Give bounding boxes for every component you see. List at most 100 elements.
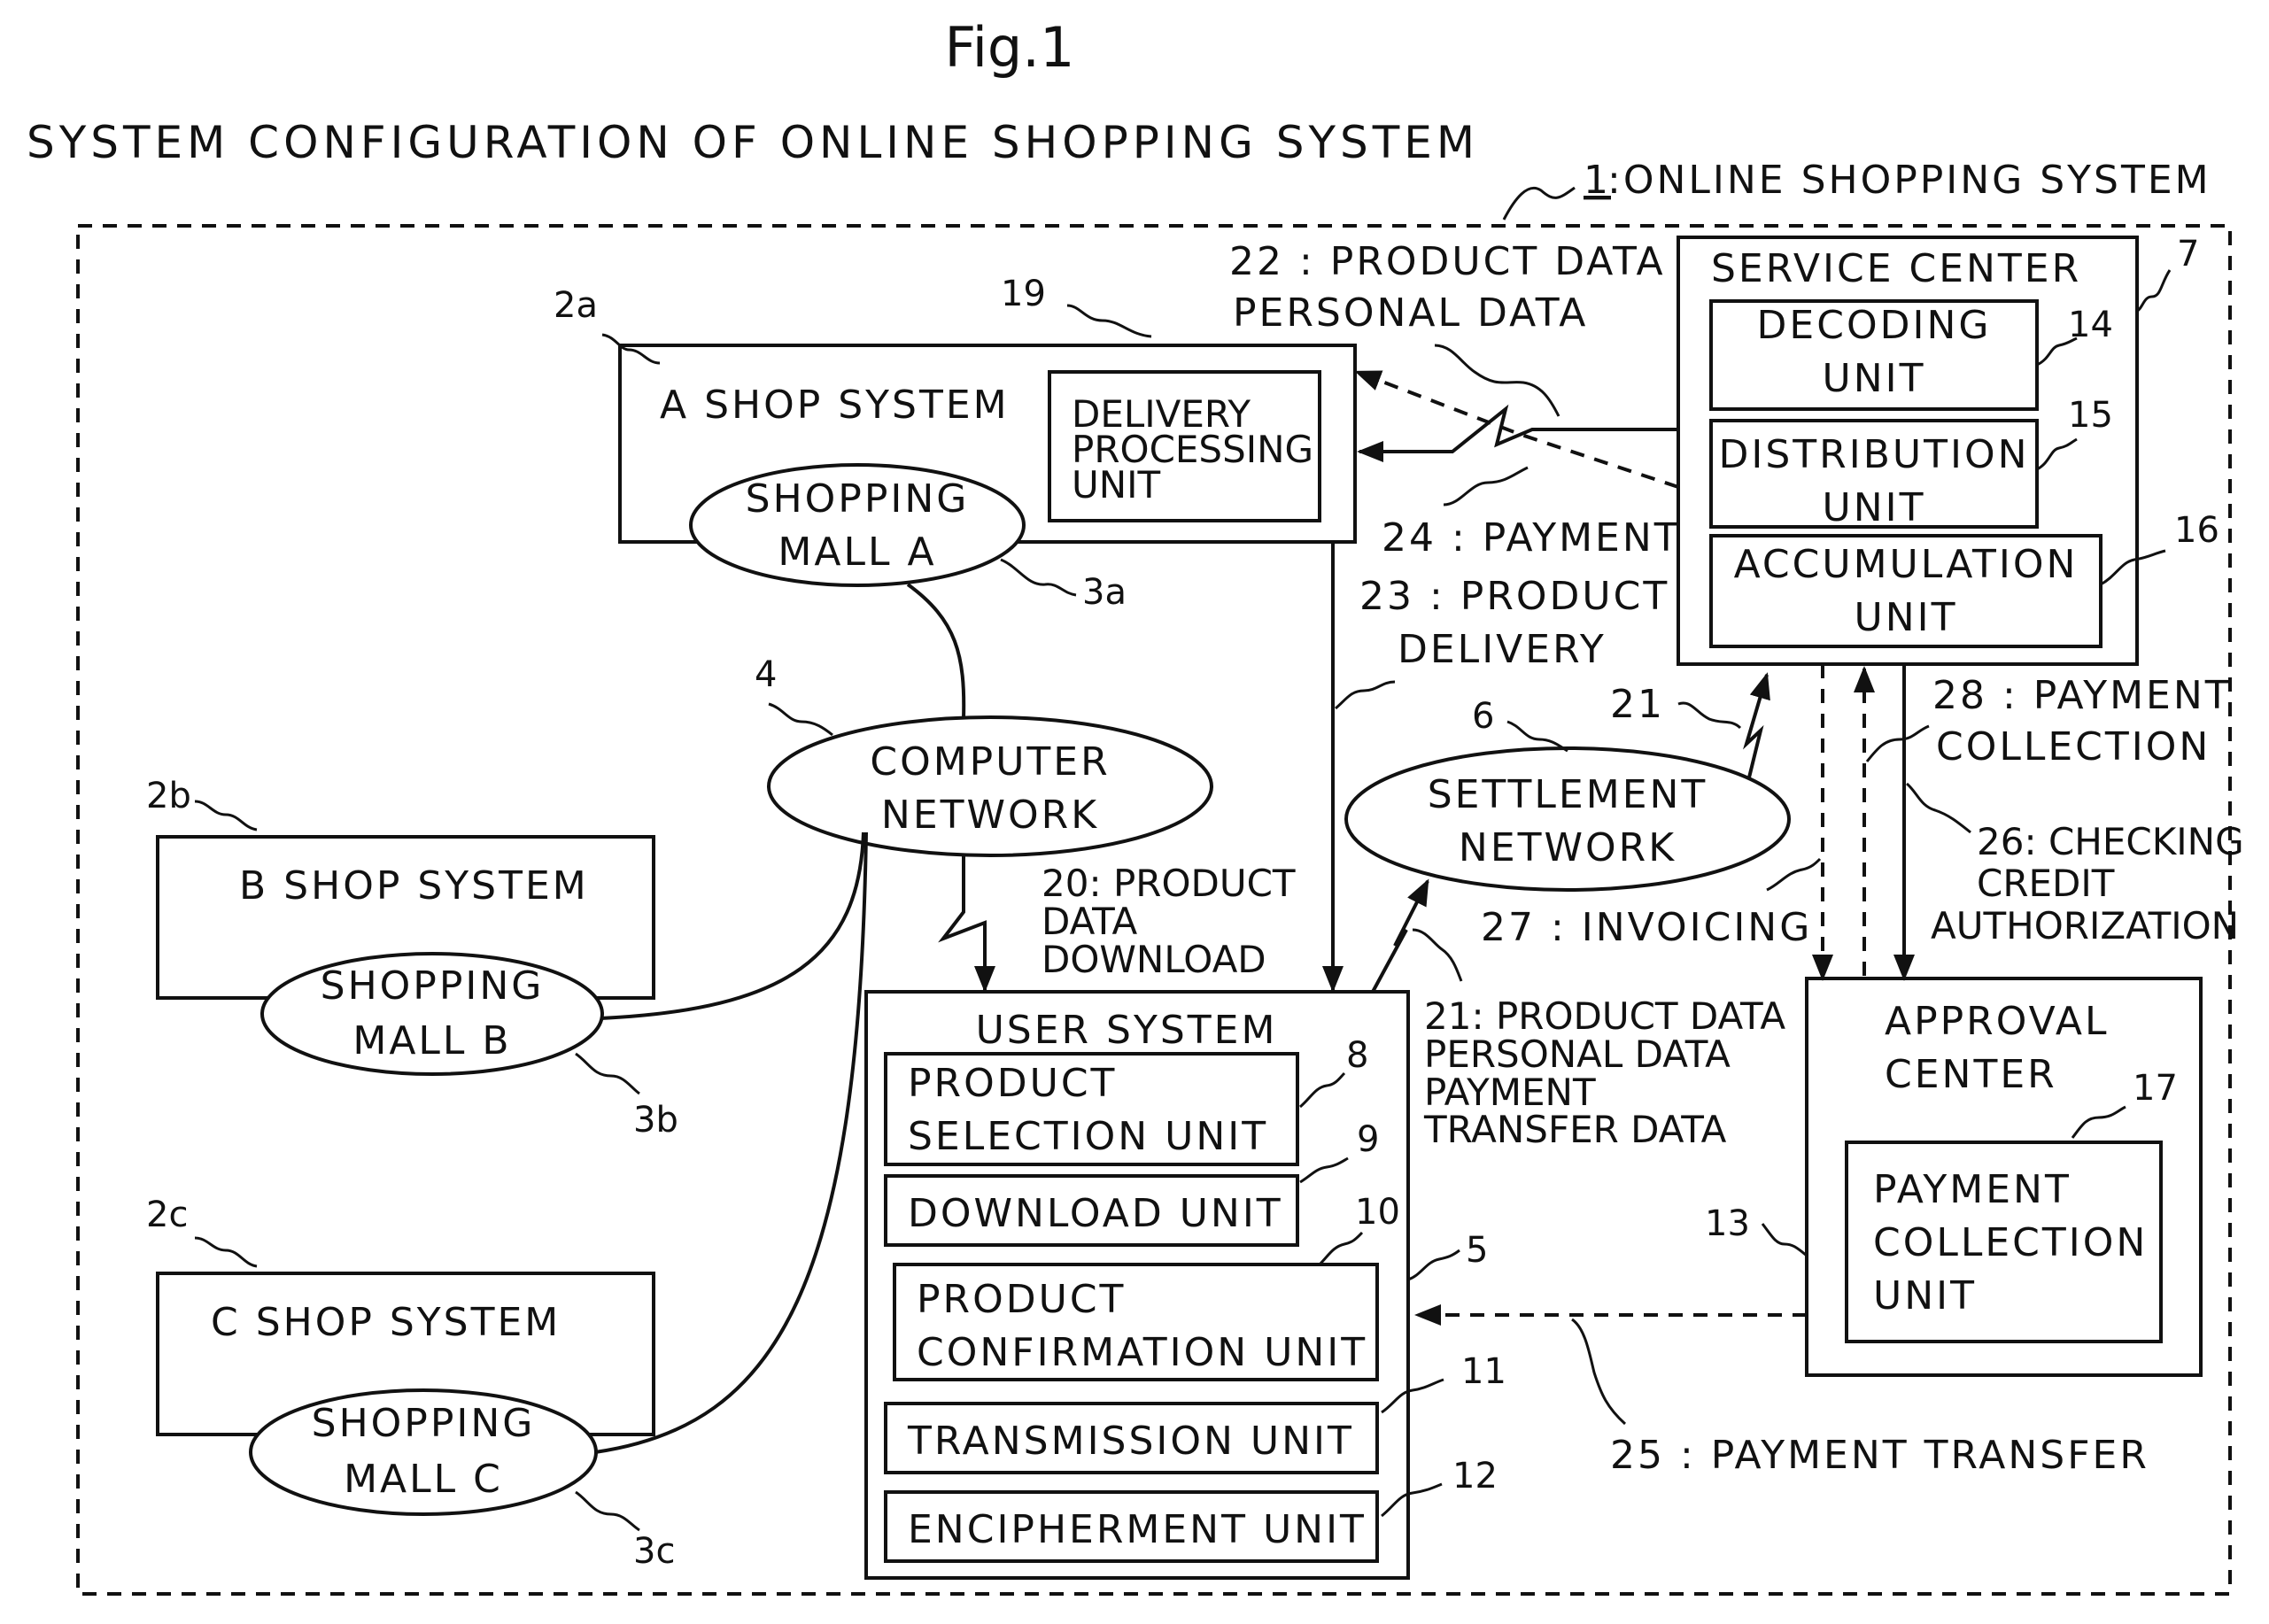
transmission-unit [884, 1402, 1379, 1474]
download-unit [884, 1174, 1299, 1247]
decoding-unit-line1: DECODING [1757, 303, 1992, 348]
system-ref: 1 [1584, 158, 1611, 203]
product-confirmation-ref: 10 [1355, 1192, 1400, 1233]
distribution-unit-ref: 15 [2068, 395, 2113, 436]
user-system-ref: 5 [1466, 1230, 1488, 1271]
encipherment-unit [884, 1490, 1379, 1563]
link-mall-b-network [600, 831, 865, 1020]
payment-collection-leader [2071, 1105, 2126, 1139]
mall-b-leader [575, 1052, 640, 1095]
figure-number: Fig.1 [945, 15, 1075, 80]
distribution-unit-line2: UNIT [1823, 485, 1926, 530]
flow-28-leader [1865, 724, 1930, 762]
mall-a-line1: SHOPPING [746, 476, 970, 522]
flow-23-leader [1335, 680, 1396, 710]
shop-c-system: C SHOP SYSTEM 2c [146, 1195, 655, 1436]
product-confirmation-unit [893, 1263, 1379, 1381]
distribution-unit-line1: DISTRIBUTION [1718, 432, 2029, 477]
transmission-unit-leader [1381, 1378, 1444, 1414]
product-selection-line2: SELECTION UNIT [908, 1114, 1268, 1159]
approval-center-ref: 13 [1705, 1203, 1750, 1244]
service-center-leader [2135, 269, 2172, 313]
decoding-unit [1709, 299, 2039, 411]
system-label: :ONLINE SHOPPING SYSTEM [1607, 158, 2211, 203]
download-unit-label: DOWNLOAD UNIT [908, 1191, 1283, 1236]
mall-c-line1: SHOPPING [312, 1401, 536, 1446]
flow-20-arrow [938, 855, 995, 993]
product-confirmation-line1: PRODUCT [917, 1277, 1126, 1322]
link-mall-a-network [906, 583, 966, 720]
shop-a-leader [601, 333, 661, 365]
encipherment-unit-ref: 12 [1452, 1456, 1498, 1496]
payment-collection-line2: COLLECTION [1873, 1220, 2148, 1265]
flow-21-user-line4: TRANSFER DATA [1423, 1108, 1727, 1151]
shop-c-ref: 2c [146, 1195, 188, 1235]
accumulation-unit [1709, 534, 2103, 648]
shop-a-label: A SHOP SYSTEM [660, 383, 1010, 428]
decoding-unit-leader [2036, 336, 2078, 367]
service-center-ref: 7 [2177, 234, 2199, 275]
flow-22-arrow [1354, 370, 1679, 489]
mall-b-line1: SHOPPING [321, 963, 545, 1009]
transmission-unit-label: TRANSMISSION UNIT [907, 1419, 1354, 1464]
payment-collection-line1: PAYMENT [1873, 1167, 2072, 1212]
mall-a-line2: MALL A [778, 530, 936, 575]
settlement-network-line2: NETWORK [1459, 825, 1677, 870]
payment-collection-line3: UNIT [1873, 1273, 1977, 1319]
mall-c-line2: MALL C [344, 1457, 503, 1502]
mall-a-leader [1000, 558, 1077, 597]
flow-22-line2: PERSONAL DATA [1233, 290, 1588, 336]
service-center-label: SERVICE CENTER [1711, 246, 2081, 291]
settlement-network-line1: SETTLEMENT [1428, 772, 1708, 817]
computer-network-line2: NETWORK [881, 793, 1099, 838]
approval-center-line1: APPROVAL [1885, 999, 2110, 1044]
settlement-network-leader [1506, 720, 1568, 753]
shop-b-leader [194, 800, 258, 831]
approval-center: APPROVAL CENTER 13 PAYMENT COLLECTION UN… [1705, 977, 2203, 1377]
delivery-unit-ref: 19 [1001, 274, 1046, 314]
flow-20-line2: DATA [1042, 900, 1137, 943]
flow-26-line2: CREDIT [1977, 862, 2115, 905]
mall-c-leader [575, 1490, 640, 1532]
shop-b-system: B SHOP SYSTEM 2b [146, 776, 655, 1000]
settlement-network [1344, 746, 1791, 892]
flow-25-leader [1571, 1318, 1627, 1426]
accumulation-unit-line1: ACCUMULATION [1734, 542, 2079, 587]
computer-network-line1: COMPUTER [870, 739, 1110, 785]
distribution-unit-leader [2036, 437, 2078, 471]
flow-20-line3: DOWNLOAD [1042, 938, 1266, 981]
accumulation-unit-ref: 16 [2174, 510, 2219, 551]
flow-21-user-line3: PAYMENT [1424, 1071, 1596, 1114]
shop-c-leader [194, 1236, 258, 1268]
user-system-label: USER SYSTEM [976, 1008, 1278, 1053]
flow-21-service-leader [1677, 701, 1742, 730]
accumulation-unit-line2: UNIT [1855, 595, 1958, 640]
flow-23-line2: DELIVERY [1398, 627, 1607, 672]
product-confirmation-leader [1318, 1231, 1364, 1266]
delivery-processing-unit: DELIVERY PROCESSING UNIT 19 [1001, 274, 1321, 522]
approval-center-line2: CENTER [1885, 1052, 2057, 1097]
flow-21-user-line1: 21: PRODUCT DATA [1424, 994, 1785, 1038]
flow-26-line3: AUTHORIZATION [1931, 904, 2239, 947]
flow-21-service-ref: 21 [1610, 682, 1665, 727]
system-boundary [76, 224, 2232, 1596]
shopping-mall-b [260, 952, 604, 1076]
flow-20-line1: 20: PRODUCT [1042, 862, 1296, 905]
accumulation-unit-leader [2100, 549, 2166, 586]
download-unit-leader [1299, 1156, 1349, 1184]
shop-a-ref: 2a [554, 285, 598, 326]
mall-b-line2: MALL B [352, 1018, 511, 1063]
service-center: SERVICE CENTER 7 DECODING UNIT 14 DISTRI… [1677, 234, 2219, 666]
transmission-unit-ref: 11 [1461, 1351, 1506, 1392]
flow-23-line1: 23 : PRODUCT [1359, 574, 1669, 619]
computer-network-leader [768, 702, 833, 737]
delivery-unit-line2: PROCESSING [1072, 428, 1313, 471]
shopping-mall-a [689, 463, 1026, 587]
payment-collection-ref: 17 [2133, 1068, 2178, 1109]
approval-center-leader [1761, 1223, 1808, 1257]
link-mall-c-network [594, 831, 868, 1454]
user-system: USER SYSTEM 5 PRODUCT SELECTION UNIT 8 D… [864, 990, 1506, 1580]
delivery-unit-line1: DELIVERY [1072, 392, 1251, 436]
flow-24-arrow [1357, 404, 1678, 462]
